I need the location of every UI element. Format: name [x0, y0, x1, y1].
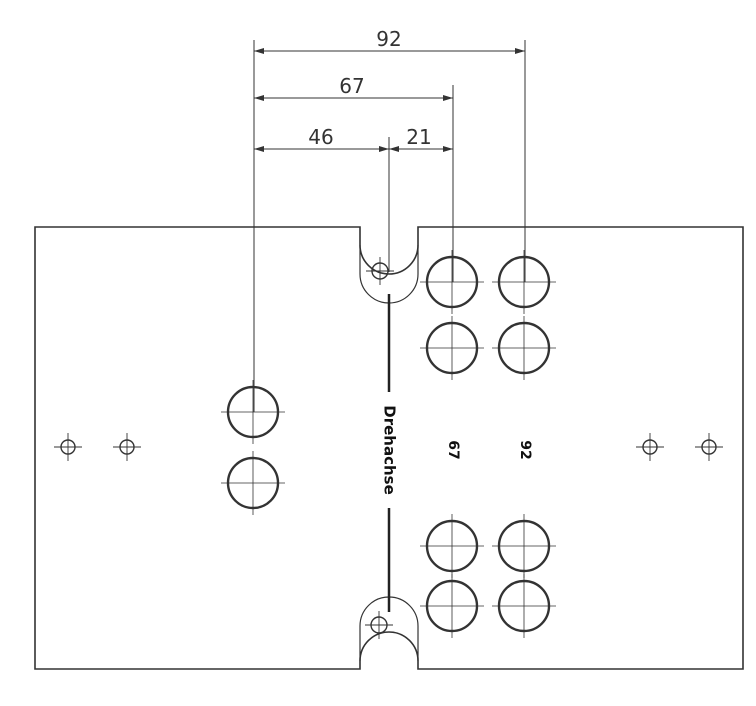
large-hole-92-row2 [492, 316, 556, 380]
dimension-text-46: 46 [308, 125, 333, 149]
axis-label: Drehachse [381, 405, 399, 495]
large-hole-67-row3 [420, 514, 484, 578]
pivot-hole-top [366, 257, 394, 285]
dimension-text-21: 21 [406, 125, 431, 149]
small-hole-left-outer [54, 433, 82, 461]
small-hole-left-inner [113, 433, 141, 461]
dimension-text-92: 92 [376, 27, 401, 51]
large-hole-92-row3 [492, 514, 556, 578]
large-hole-left-lower [221, 451, 285, 515]
large-hole-67-row2 [420, 316, 484, 380]
large-hole-67-row1 [420, 250, 484, 314]
side-label-67: 67 [445, 440, 461, 459]
side-label-92: 92 [517, 440, 533, 459]
large-hole-67-row4 [420, 574, 484, 638]
pivot-hole-bottom [365, 611, 393, 639]
small-hole-right-inner [636, 433, 664, 461]
large-hole-left-upper [221, 380, 285, 444]
large-hole-92-row4 [492, 574, 556, 638]
small-hole-right-outer [695, 433, 723, 461]
dimension-text-67: 67 [339, 74, 364, 98]
large-hole-92-row1 [492, 250, 556, 314]
